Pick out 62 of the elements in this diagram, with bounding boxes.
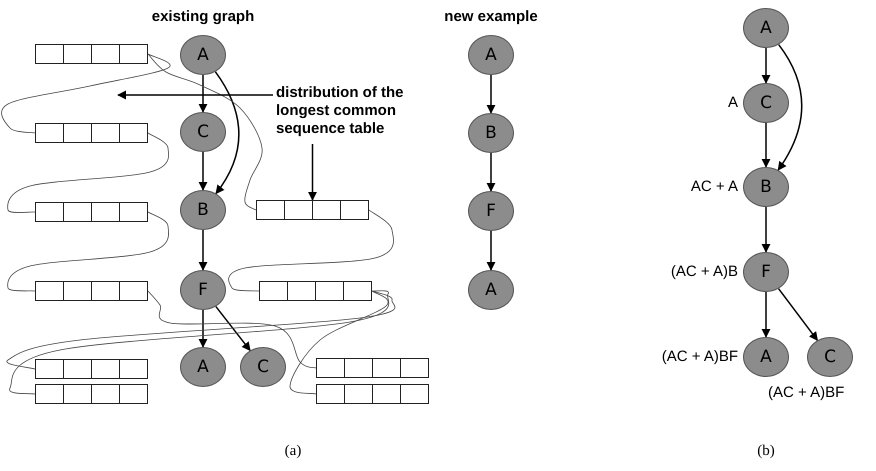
panel-heading: existing graph [152, 8, 254, 25]
formula-label: (AC + A)BF [662, 348, 738, 365]
node-ellipse: F [468, 191, 514, 231]
link-curve [7, 132, 169, 213]
sequence-table [259, 281, 372, 301]
panel-label: (a) [284, 443, 302, 460]
arrow [198, 152, 208, 191]
link-curve [6, 290, 396, 370]
arrow [198, 75, 208, 113]
formula-label: A [728, 94, 738, 111]
node-ellipse: A [468, 270, 514, 310]
node-ellipse: A [743, 337, 789, 377]
formula-label: (AC + A)B [670, 263, 738, 280]
node-ellipse: C [743, 83, 789, 123]
link-curve [148, 290, 316, 368]
node-ellipse: F [180, 270, 226, 310]
node-ellipse: A [180, 35, 226, 75]
link-curve [228, 210, 394, 292]
node-ellipse: A [180, 347, 226, 387]
node-ellipse: B [743, 167, 789, 207]
sequence-table [35, 281, 148, 301]
sequence-table [35, 359, 148, 379]
sequence-table [35, 44, 148, 64]
annotation-text: distribution of the longest common sequence table [276, 84, 436, 138]
arrow [215, 306, 251, 352]
node-ellipse: C [807, 337, 853, 377]
arrow [486, 231, 496, 271]
link-curve [290, 290, 389, 394]
pointer-arrow [308, 144, 317, 201]
panel-heading: new example [444, 8, 538, 25]
node-ellipse: F [743, 252, 789, 292]
node-ellipse: C [180, 112, 226, 152]
link-curve [1, 54, 170, 134]
formula-label: (AC + A)BF [768, 384, 844, 401]
arrow [778, 44, 802, 171]
node-ellipse: B [180, 190, 226, 230]
link-curve [7, 212, 169, 292]
sequence-table [35, 202, 148, 222]
arrow [762, 292, 770, 338]
arrow [762, 48, 770, 84]
sequence-table [316, 384, 429, 404]
arrow [198, 310, 208, 348]
pointer-arrow [117, 90, 273, 100]
node-ellipse: A [743, 8, 789, 48]
sequence-table [256, 200, 369, 220]
panel-label: (b) [757, 443, 775, 460]
node-ellipse: C [240, 347, 286, 387]
arrow [486, 153, 496, 192]
sequence-table [316, 358, 429, 378]
node-ellipse: B [468, 113, 514, 153]
sequence-table [35, 384, 148, 404]
sequence-table [35, 123, 148, 143]
formula-label: AC + A [690, 178, 738, 195]
link-curve [9, 290, 390, 394]
arrow [762, 207, 770, 253]
arrow [486, 75, 496, 114]
arrow [778, 288, 818, 341]
arrow [198, 230, 208, 271]
arrow [214, 71, 240, 194]
node-ellipse: A [468, 35, 514, 75]
arrow [762, 123, 770, 168]
link-curve [148, 54, 263, 210]
